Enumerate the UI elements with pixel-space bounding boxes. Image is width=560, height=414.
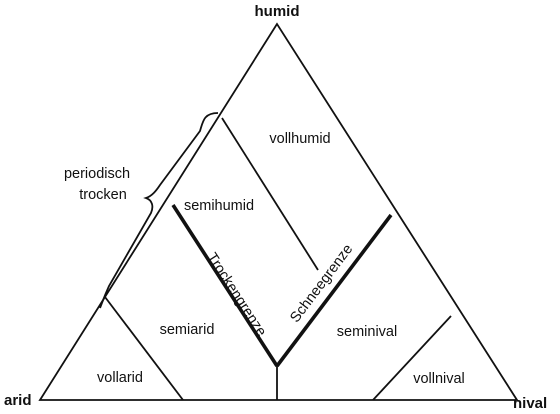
- vollnival-boundary-line: [372, 315, 452, 401]
- vollhumid-boundary-line: [221, 117, 319, 271]
- periodisch-trocken-brace: [99, 112, 219, 309]
- boundary-label-schneegrenze: Schneegrenze: [287, 241, 356, 325]
- region-label-vollarid: vollarid: [97, 370, 143, 386]
- corner-label-arid: arid: [4, 392, 32, 409]
- region-label-seminival: seminival: [337, 324, 397, 340]
- region-label-vollnival: vollnival: [413, 371, 465, 387]
- semiarid-boundary-line: [104, 296, 184, 401]
- schneegrenze-line: [275, 213, 393, 368]
- outer-triangle: [38, 22, 519, 401]
- bracket-label-line1: periodisch: [64, 166, 130, 182]
- trockengrenze-line: [171, 204, 279, 367]
- region-label-vollhumid: vollhumid: [269, 131, 330, 147]
- corner-label-nival: nival: [513, 395, 547, 412]
- region-label-semihumid: semihumid: [184, 198, 254, 214]
- bracket-label-line2: trocken: [79, 187, 127, 203]
- region-label-semiarid: semiarid: [160, 322, 215, 338]
- corner-label-humid: humid: [255, 3, 300, 20]
